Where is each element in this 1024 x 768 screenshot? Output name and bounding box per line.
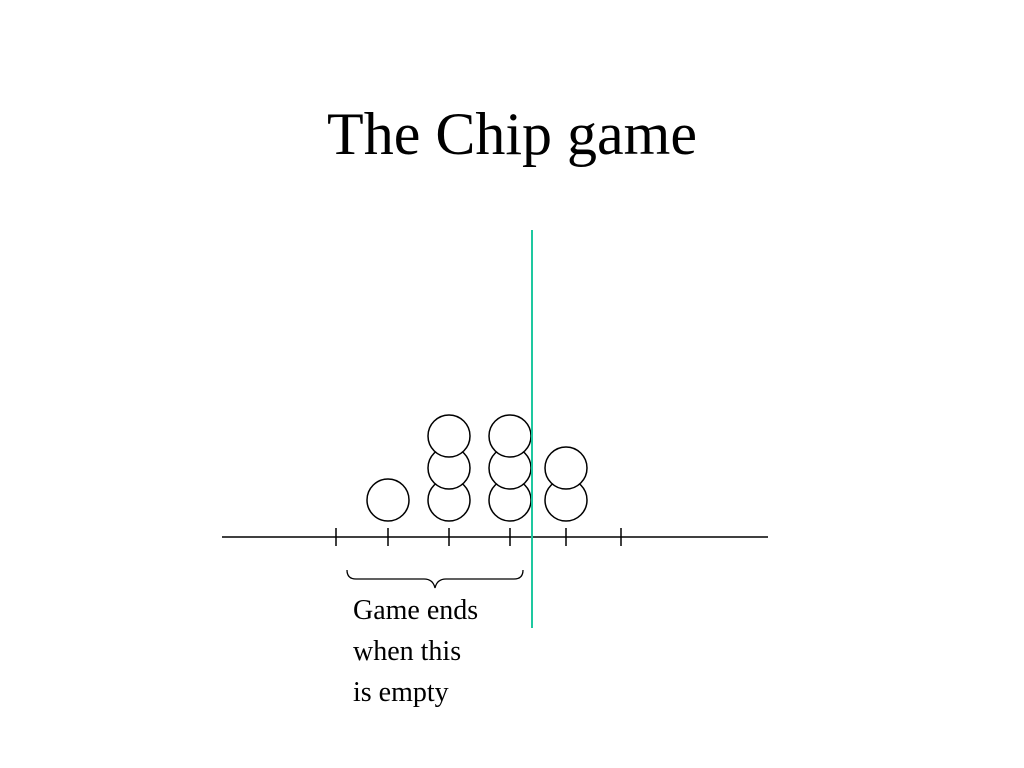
tick-marks: [335, 528, 622, 546]
curly-brace: [346, 569, 524, 589]
annotation-line-1: Game ends: [353, 595, 479, 626]
chip: [366, 478, 410, 522]
annotation-line-3: is empty: [353, 677, 449, 708]
annotation-line-2: when this: [353, 636, 462, 667]
chip: [544, 446, 588, 490]
chip: [488, 414, 532, 458]
chip-stacks: [366, 414, 588, 522]
annotation-text: Game ends when this is empty: [353, 590, 478, 713]
slide-title: The Chip game: [327, 101, 697, 167]
chip: [427, 414, 471, 458]
